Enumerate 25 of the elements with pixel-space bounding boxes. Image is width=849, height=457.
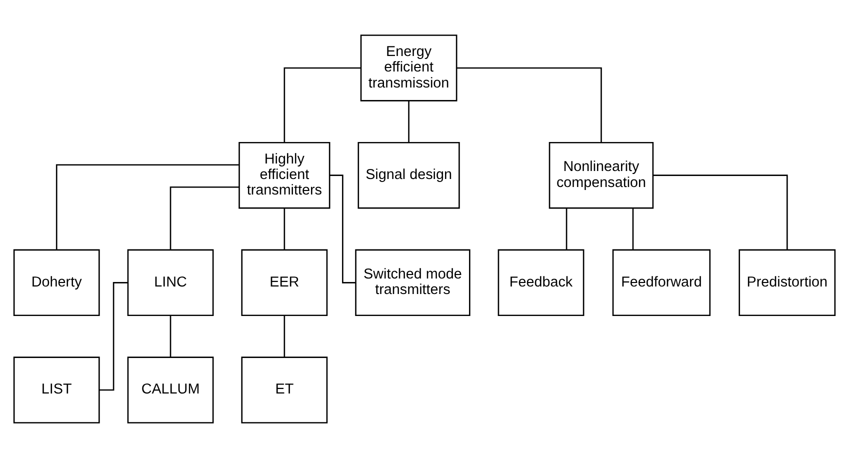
node-box: Energy efficient transmission [360,34,458,101]
node-box: Feedback [498,248,584,316]
connector [456,66,602,142]
connector [284,66,361,142]
node-box: ET [241,356,328,423]
node-box: Feedforward [612,248,711,316]
node-box: Predistortion [738,248,836,316]
connector [170,314,172,357]
connector [284,208,286,250]
node-box: CALLUM [127,356,214,423]
connector [632,208,634,250]
node-box: Nonlinearity compensation [548,141,654,208]
node-box: Highly efficient transmitters [238,141,330,208]
connector [284,314,286,357]
node-box: EER [241,248,328,316]
node-box: Doherty [13,248,100,316]
connector [170,186,240,250]
node-box: Signal design [358,141,460,208]
connector [56,164,239,250]
node-box: LINC [127,248,214,316]
connector [653,174,788,250]
connector [408,100,410,142]
connector [566,208,568,250]
node-box: Switched mode transmitters [355,248,470,316]
node-box: LIST [13,356,100,423]
